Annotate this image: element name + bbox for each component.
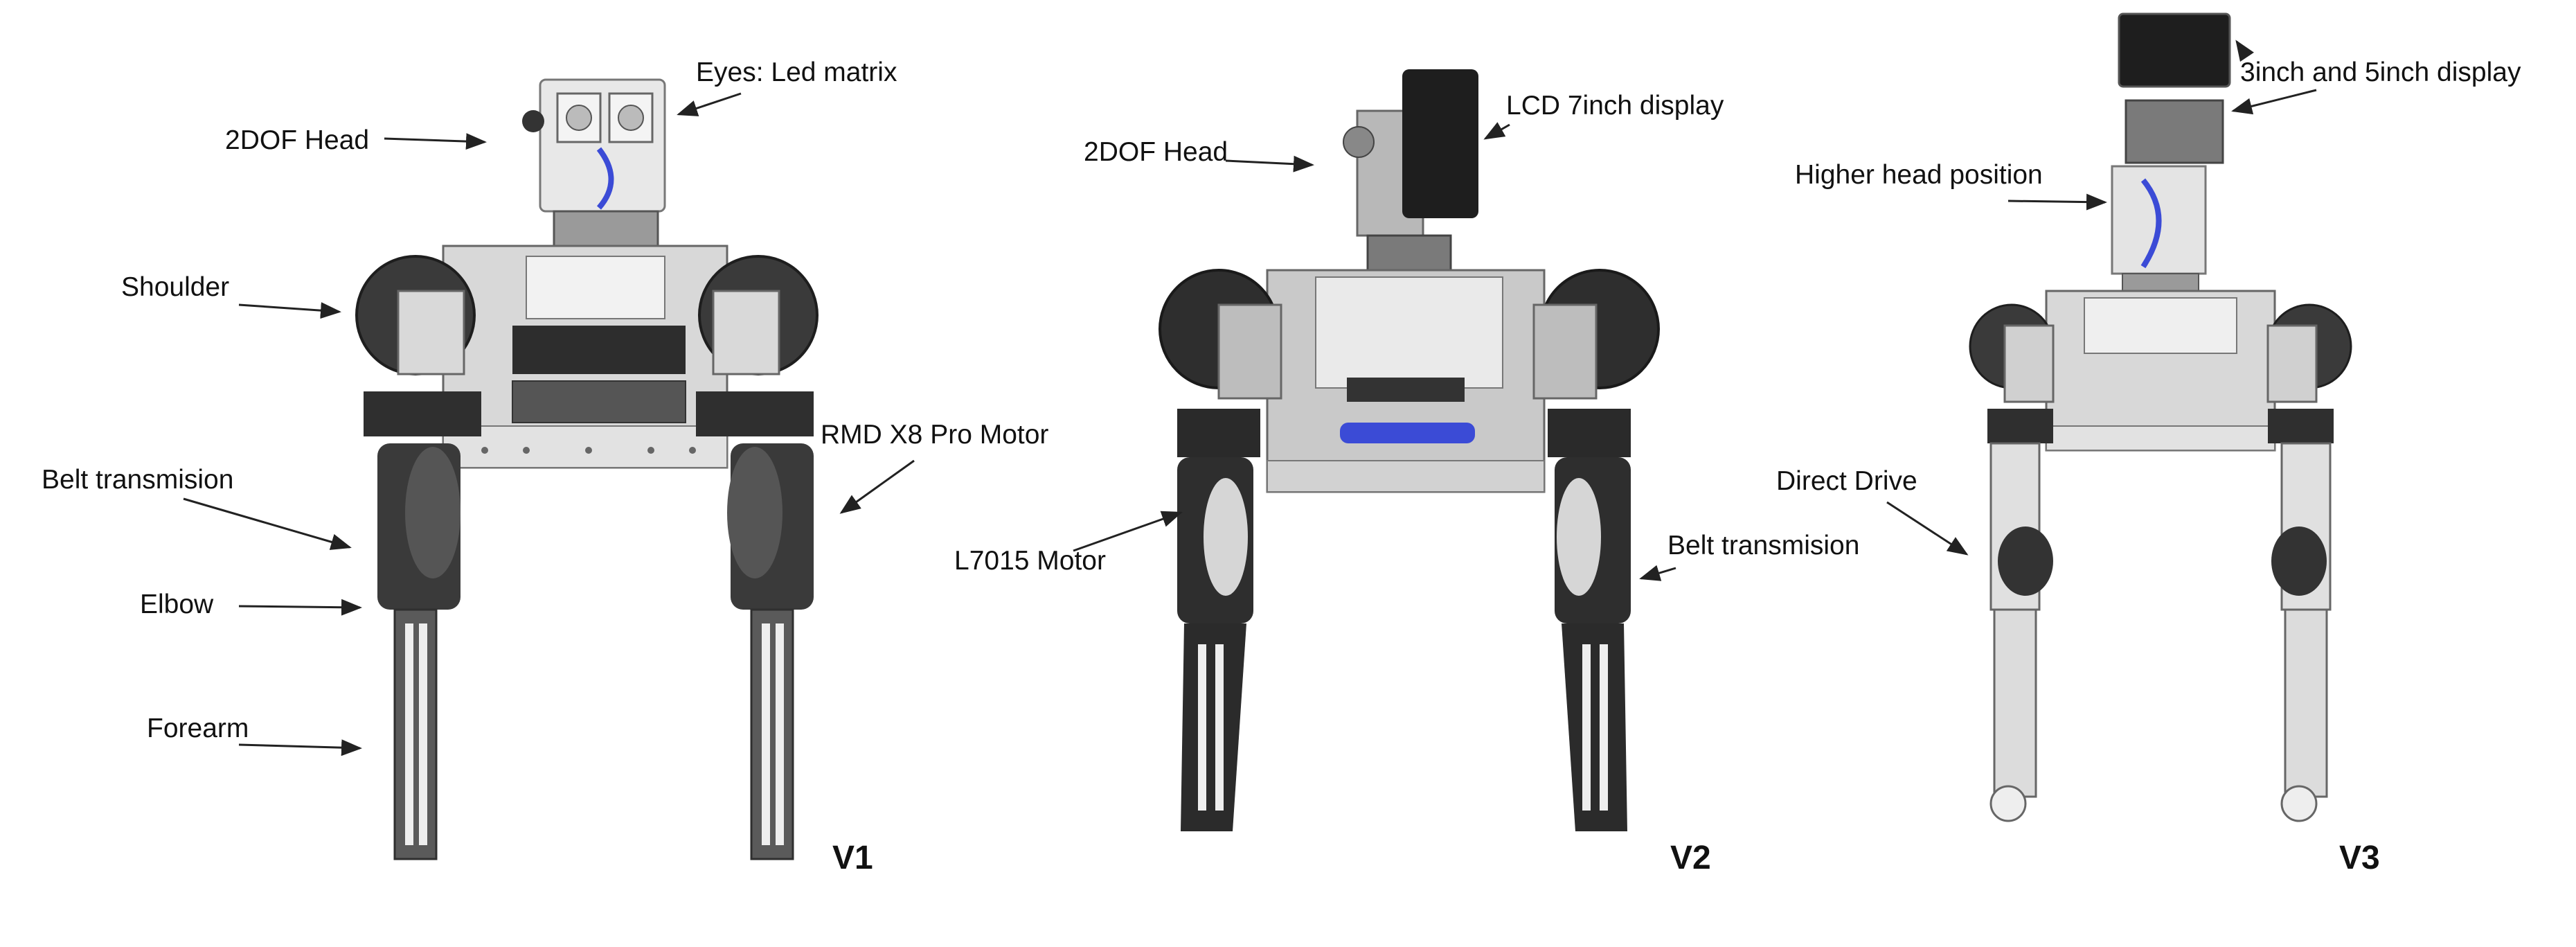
label-forearm: Forearm <box>147 714 249 743</box>
arrow-v2-belt <box>1639 565 1676 581</box>
v1-left-shoulder <box>355 255 481 436</box>
label-higher-head: Higher head position <box>1795 160 2043 190</box>
leader-arrows <box>183 39 2317 756</box>
version-label-v3: V3 <box>2339 840 2380 876</box>
v2-left-shoulder <box>1159 269 1282 457</box>
v1-right-shoulder <box>696 255 819 436</box>
label-direct-drive: Direct Drive <box>1776 466 1917 496</box>
v2-right-arm <box>1555 457 1631 831</box>
arrow-elbow <box>238 599 362 616</box>
arrow-lcd <box>1483 122 1510 140</box>
robot-v3 <box>1969 12 2352 822</box>
robot-v1 <box>355 78 819 860</box>
v3-torso <box>2045 290 2276 452</box>
label-elbow: Elbow <box>140 590 214 619</box>
arrow-l7015 <box>1073 511 1183 552</box>
arrow-forearm <box>238 739 362 756</box>
label-eyes: Eyes: Led matrix <box>696 57 897 87</box>
v3-left-arm <box>1989 442 2053 822</box>
v1-head <box>522 78 666 247</box>
v1-left-arm <box>377 443 460 860</box>
v2-torso <box>1266 269 1546 493</box>
label-v2-belt: Belt transmision <box>1667 531 1860 560</box>
arrow-v2-head <box>1225 155 1314 172</box>
arrow-direct-drive <box>1886 501 1969 556</box>
v2-right-shoulder <box>1532 269 1660 457</box>
arrow-v1-belt <box>183 497 352 550</box>
arrow-higher-head <box>2007 193 2107 211</box>
label-v1-head: 2DOF Head <box>225 125 370 155</box>
arrow-display-top <box>2235 39 2254 62</box>
label-shoulder: Shoulder <box>121 272 230 302</box>
arrow-eyes <box>677 92 742 116</box>
v1-torso <box>442 245 728 469</box>
label-display: 3inch and 5inch display <box>2240 57 2521 87</box>
v3-right-shoulder <box>2266 303 2352 443</box>
v2-left-arm <box>1177 457 1253 831</box>
v3-left-shoulder <box>1969 303 2055 443</box>
arrow-rmd-motor <box>839 459 915 514</box>
version-label-v1: V1 <box>832 840 873 876</box>
arrow-v1-head <box>384 133 487 150</box>
label-rmd-motor: RMD X8 Pro Motor <box>821 420 1049 450</box>
v2-head <box>1343 69 1478 272</box>
robot-v2 <box>1159 69 1660 831</box>
label-lcd: LCD 7inch display <box>1506 91 1724 121</box>
arrow-display-bottom <box>2231 89 2317 115</box>
v3-right-arm <box>2271 442 2332 822</box>
v3-head <box>2111 12 2231 299</box>
version-label-v2: V2 <box>1670 840 1711 876</box>
label-v1-belt: Belt transmision <box>42 465 234 495</box>
label-v2-head: 2DOF Head <box>1084 137 1228 167</box>
v1-right-arm <box>727 443 814 860</box>
arrow-shoulder <box>238 302 341 319</box>
label-l7015: L7015 Motor <box>954 546 1106 576</box>
